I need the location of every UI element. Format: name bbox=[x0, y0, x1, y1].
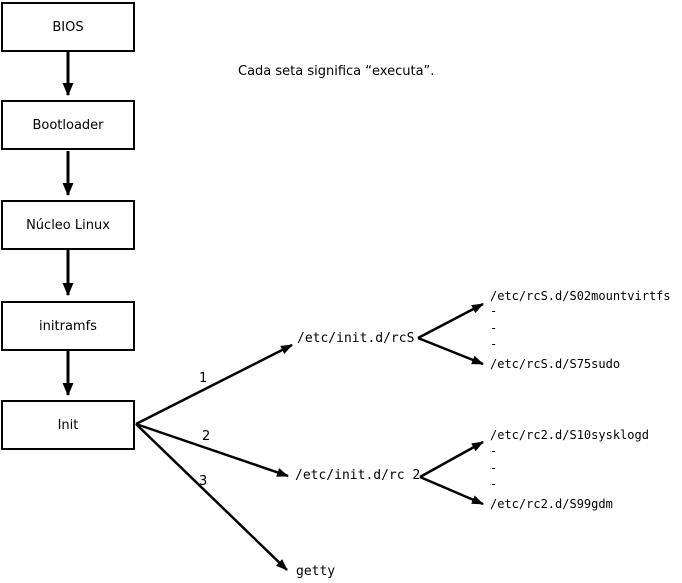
arrow-rcs-to-s02mountvirtfs bbox=[417, 302, 484, 340]
arrow-init-to-rc2 bbox=[135, 422, 289, 478]
node-kernel-label: Núcleo Linux bbox=[26, 217, 110, 233]
node-kernel: Núcleo Linux bbox=[1, 200, 135, 250]
label-init-d-rc2: /etc/init.d/rc 2 bbox=[295, 468, 421, 483]
label-rcs-s02mountvirtfs: /etc/rcS.d/S02mountvirtfs bbox=[490, 289, 671, 303]
arrow-rc2-to-s10sysklogd bbox=[419, 440, 484, 479]
arrow-rc2-to-s99gdm bbox=[419, 475, 484, 506]
arrow-rcs-to-s75sudo bbox=[417, 336, 484, 366]
node-bootloader-label: Bootloader bbox=[32, 117, 104, 133]
arrow-init-to-getty bbox=[135, 423, 288, 571]
label-rc2-s99gdm: /etc/rc2.d/S99gdm bbox=[490, 497, 613, 511]
arrow-number-2: 2 bbox=[202, 429, 211, 444]
node-initramfs-label: initramfs bbox=[39, 318, 97, 334]
node-initramfs: initramfs bbox=[1, 301, 135, 351]
label-rc2-s10sysklogd: /etc/rc2.d/S10sysklogd bbox=[490, 428, 649, 442]
label-rcs-s75sudo: /etc/rcS.d/S75sudo bbox=[490, 357, 621, 371]
node-bios-label: BIOS bbox=[52, 19, 84, 35]
arrow-number-3: 3 bbox=[199, 474, 208, 489]
ellipsis-rcs: - - - bbox=[490, 304, 498, 351]
ellipsis-rc2: - - - bbox=[490, 444, 498, 491]
node-init-label: Init bbox=[57, 417, 79, 433]
arrow-number-1: 1 bbox=[199, 371, 208, 386]
legend-note: Cada seta significa “executa”. bbox=[238, 64, 435, 79]
label-init-d-rcs: /etc/init.d/rcS bbox=[297, 331, 415, 346]
node-bootloader: Bootloader bbox=[1, 100, 135, 150]
node-bios: BIOS bbox=[1, 2, 135, 52]
node-init: Init bbox=[1, 400, 135, 450]
label-getty: getty bbox=[296, 564, 336, 579]
arrow-init-to-rcs bbox=[135, 343, 293, 426]
